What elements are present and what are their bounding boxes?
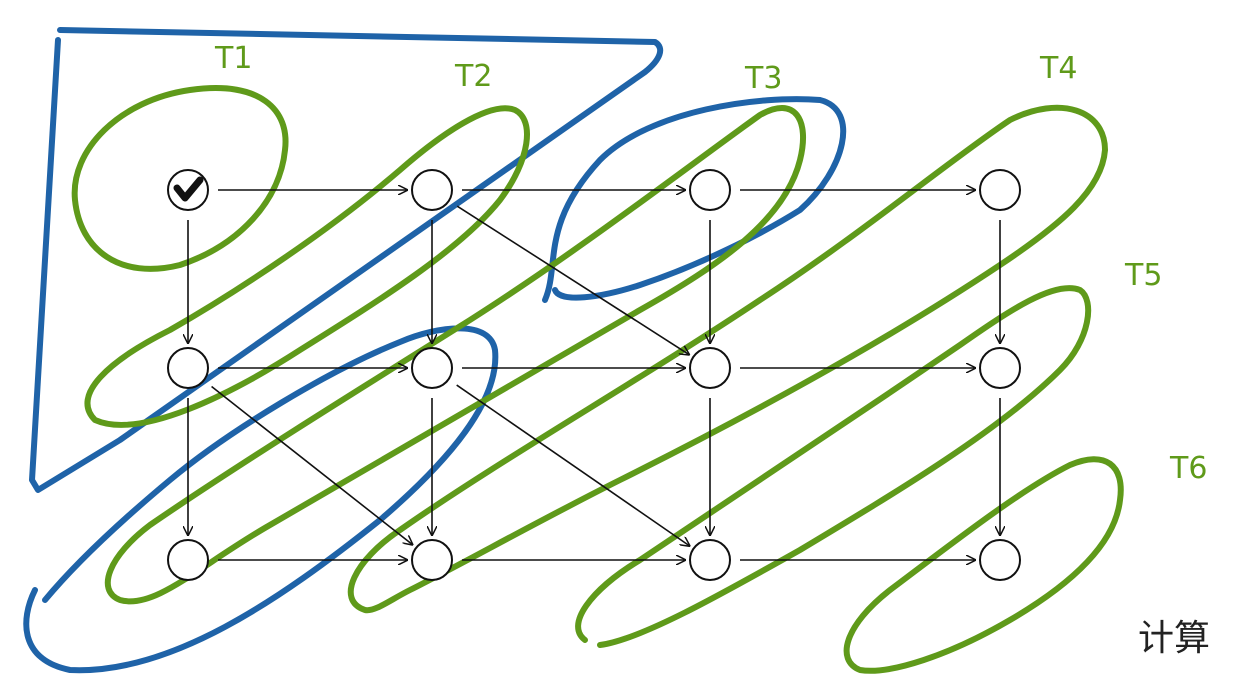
node-layer bbox=[167, 169, 1021, 581]
group-label-t6: T6 bbox=[1169, 451, 1207, 486]
node-n03 bbox=[979, 169, 1021, 211]
green-loop-layer bbox=[71, 85, 1124, 674]
group-label-t3: T3 bbox=[744, 61, 782, 96]
node-n01 bbox=[411, 169, 453, 211]
group-label-t2: T2 bbox=[454, 59, 492, 94]
node-n11 bbox=[411, 347, 453, 389]
green-loop-t3 bbox=[104, 105, 807, 605]
green-loop-t5 bbox=[575, 285, 1092, 648]
edge-n10-n21 bbox=[211, 385, 414, 546]
group-label-t4: T4 bbox=[1039, 51, 1077, 86]
green-loop-t1 bbox=[71, 85, 289, 272]
node-n10 bbox=[167, 347, 209, 389]
node-n21 bbox=[411, 539, 453, 581]
edge-n11-n22 bbox=[456, 384, 691, 546]
green-loop-t6 bbox=[843, 456, 1124, 674]
label-layer: T1 T2 T3 T4 T5 T6 计算 bbox=[214, 41, 1210, 659]
blue-outline-layer bbox=[23, 27, 847, 674]
node-n02 bbox=[689, 169, 731, 211]
edge-n01-n12 bbox=[456, 205, 690, 355]
node-n23 bbox=[979, 539, 1021, 581]
green-loop-t4 bbox=[347, 104, 1109, 614]
corner-text: 计算 bbox=[1138, 618, 1210, 659]
node-n20 bbox=[167, 539, 209, 581]
node-n12 bbox=[689, 347, 731, 389]
node-n22 bbox=[689, 539, 731, 581]
group-label-t1: T1 bbox=[214, 41, 252, 76]
node-n13 bbox=[979, 347, 1021, 389]
blue-loop-n02 bbox=[542, 96, 847, 303]
blue-loop-n11-n20 bbox=[23, 325, 499, 674]
checkmark-icon bbox=[173, 176, 204, 202]
edge-layer bbox=[188, 190, 1000, 560]
group-label-t5: T5 bbox=[1124, 258, 1162, 293]
green-loop-t2 bbox=[84, 105, 530, 428]
blue-region-top-left bbox=[29, 27, 664, 493]
